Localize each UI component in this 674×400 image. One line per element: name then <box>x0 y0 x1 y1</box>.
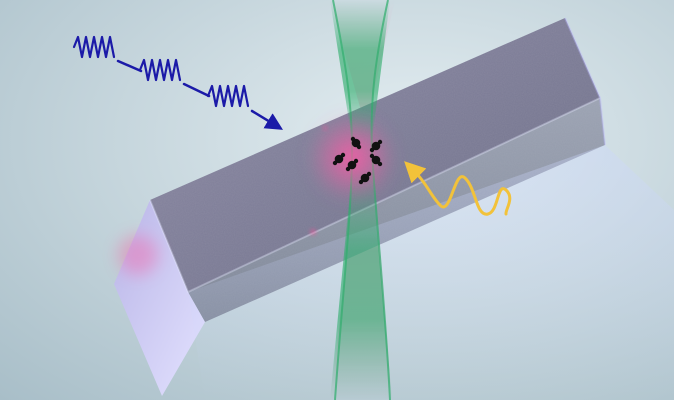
prism-reflection <box>188 145 674 400</box>
focus-glow <box>118 114 396 275</box>
yellow-wave-arrow-icon <box>404 161 512 216</box>
atom <box>350 136 362 150</box>
atom-cluster-icon <box>332 136 383 185</box>
atom <box>358 171 372 185</box>
blue-pulse-train-icon <box>72 35 280 128</box>
atom <box>369 139 383 153</box>
atom <box>345 158 359 172</box>
atom <box>332 152 346 166</box>
atom <box>369 153 383 167</box>
